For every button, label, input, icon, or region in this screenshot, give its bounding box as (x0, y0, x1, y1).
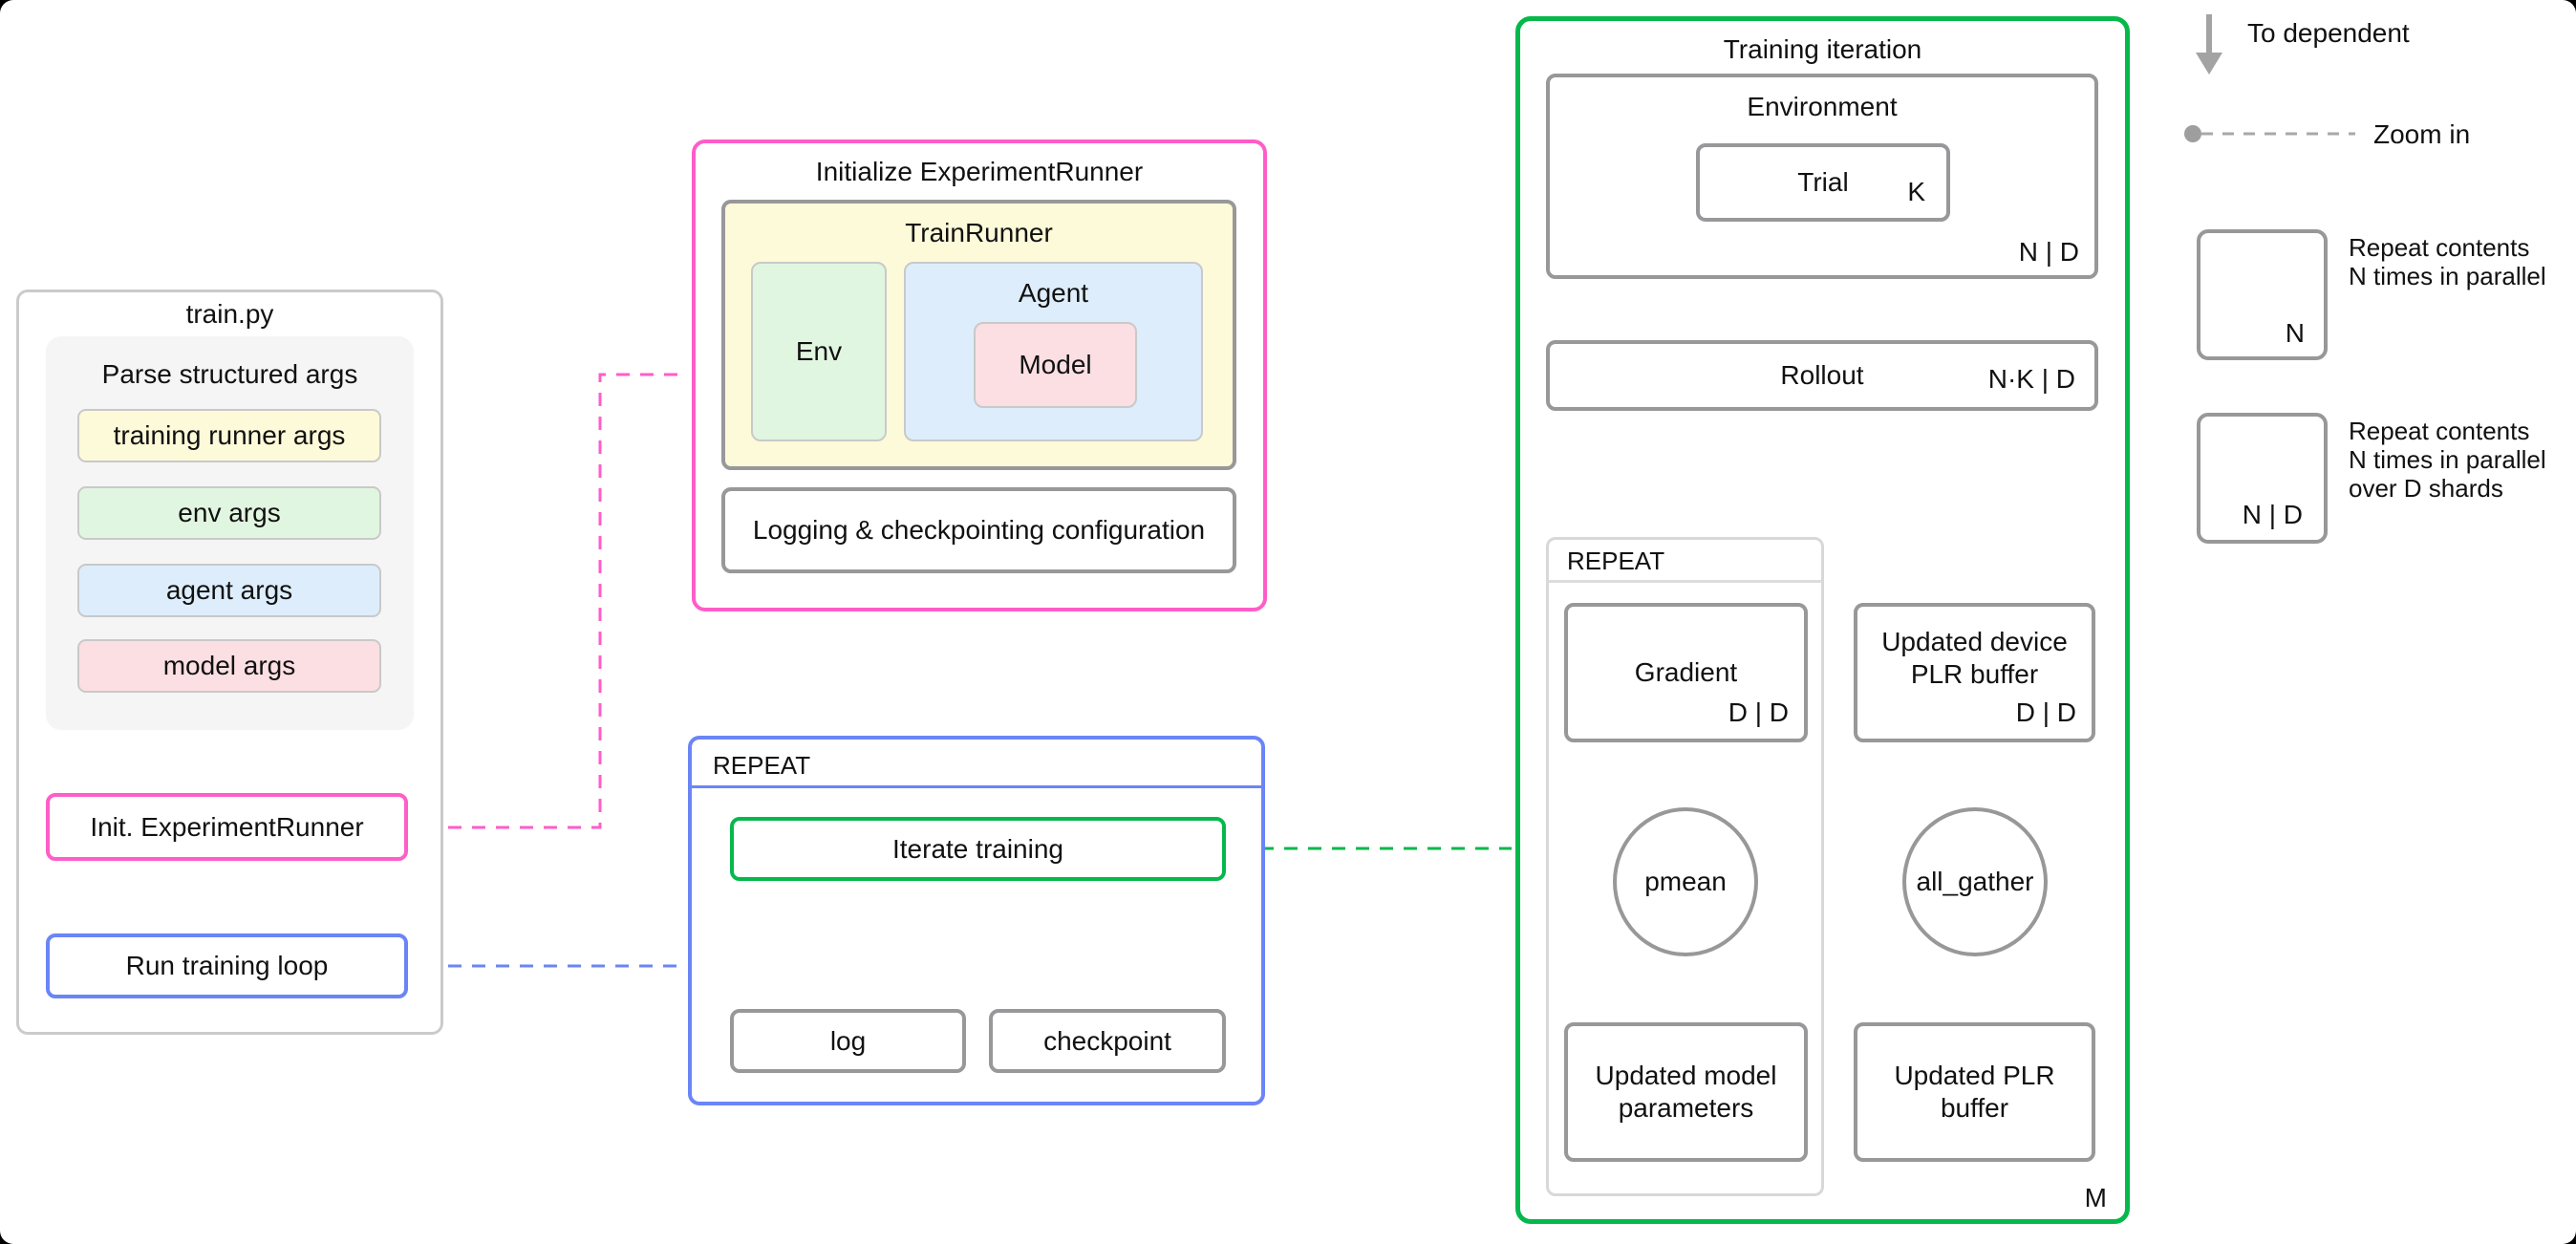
iterate-training-label: Iterate training (892, 833, 1063, 864)
legend-repeat-parallel-badge: N (2285, 318, 2305, 348)
updated-device-plr-buffer-label: Updated device PLR buffer (1881, 627, 2068, 689)
train-py-title: train.py (185, 299, 274, 329)
arg-chip-agent: agent args (77, 564, 381, 617)
rollout-badge: N·K | D (1987, 364, 2075, 394)
environment-title: Environment (1747, 92, 1898, 121)
rollout-node: Rollout N·K | D (1546, 340, 2098, 411)
environment-badge: N | D (2018, 237, 2079, 267)
log-label: log (829, 1025, 867, 1056)
updated-device-plr-buffer-node: Updated device PLR buffer D | D (1854, 603, 2095, 742)
arg-chip-label: model args (162, 651, 296, 680)
training-iteration-title: Training iteration (1723, 34, 1922, 64)
legend-repeat-parallel-box: N (2197, 229, 2328, 360)
model-box: Model (974, 322, 1137, 408)
zoom-link-init-experimentrunner (424, 373, 687, 829)
legend-repeat-parallel-caption: Repeat contents N times in parallel (2349, 233, 2546, 290)
run-training-loop-label: Run training loop (125, 951, 329, 980)
updated-model-parameters-node: Updated model parameters (1564, 1022, 1808, 1162)
updated-device-plr-buffer-badge: D | D (2015, 697, 2076, 727)
arg-chip-label: agent args (165, 575, 293, 605)
run-training-loop-node: Run training loop (46, 933, 408, 998)
logging-config-node: Logging & checkpointing configuration (721, 487, 1236, 573)
legend-repeat-shards-badge: N | D (2242, 500, 2303, 529)
gradient-node: Gradient D | D (1564, 603, 1808, 742)
rollout-label: Rollout (1780, 360, 1864, 390)
pmean-circle: pmean (1613, 807, 1758, 956)
init-experimentrunner-label: Init. ExperimentRunner (90, 811, 364, 842)
repeat-loop-divider (690, 785, 1263, 788)
training-iteration-badge: M (2084, 1183, 2107, 1212)
log-node: log (730, 1009, 966, 1073)
repeat-loop-header: REPEAT (713, 751, 811, 780)
legend-arrowhead (2196, 53, 2222, 75)
trial-badge: K (1907, 177, 1925, 206)
updated-plr-buffer-node: Updated PLR buffer (1854, 1022, 2095, 1162)
arg-chip-model: model args (77, 639, 381, 693)
init-experimentrunner-node: Init. ExperimentRunner (46, 793, 408, 861)
inner-repeat-header: REPEAT (1567, 547, 1665, 575)
legend-to-dependent-label: To dependent (2247, 18, 2410, 48)
legend-zoom-in-label: Zoom in (2373, 119, 2471, 149)
arg-chip-label: env args (178, 498, 281, 527)
inner-repeat-divider (1548, 580, 1822, 583)
arg-chip-label: training runner args (113, 420, 346, 450)
updated-model-parameters-label: Updated model parameters (1595, 1061, 1777, 1123)
legend-repeat-shards-caption: Repeat contents N times in parallel over… (2349, 417, 2546, 503)
arg-chip-training-runner: training runner args (77, 409, 381, 462)
legend-zoom-dot (2184, 125, 2201, 142)
updated-plr-buffer-label: Updated PLR buffer (1894, 1061, 2055, 1123)
initialize-experimentrunner-title: Initialize ExperimentRunner (815, 157, 1144, 186)
trial-node: Trial K (1696, 143, 1950, 222)
trial-label: Trial (1797, 167, 1849, 197)
env-label: Env (795, 336, 843, 366)
checkpoint-label: checkpoint (1043, 1025, 1171, 1056)
all-gather-circle: all_gather (1902, 807, 2048, 956)
legend-repeat-shards-box: N | D (2197, 413, 2328, 544)
logging-config-label: Logging & checkpointing configuration (752, 515, 1206, 545)
model-label: Model (1019, 350, 1092, 379)
all-gather-label: all_gather (1916, 867, 2034, 896)
pmean-label: pmean (1644, 867, 1727, 896)
trainrunner-title: TrainRunner (905, 218, 1053, 247)
iterate-training-node: Iterate training (730, 817, 1226, 881)
gradient-badge: D | D (1728, 697, 1789, 727)
agent-title: Agent (1018, 278, 1089, 308)
env-box: Env (751, 262, 887, 441)
parse-args-title: Parse structured args (101, 359, 358, 389)
arg-chip-env: env args (77, 486, 381, 540)
gradient-label: Gradient (1634, 657, 1738, 687)
checkpoint-node: checkpoint (989, 1009, 1226, 1073)
